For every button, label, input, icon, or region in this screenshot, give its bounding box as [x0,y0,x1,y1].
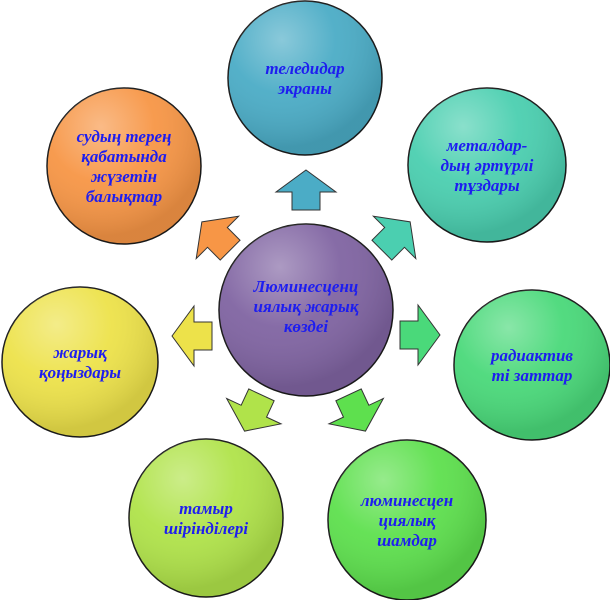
node-metals-label-line: металдар- [446,136,528,155]
node-metals-label-line: дың әртүрлі [441,156,534,175]
node-roots-label-line: шірінділері [164,519,248,538]
node-fish-label-line: судың терең [77,127,172,146]
node-roots-label-line: тамыр [179,499,233,518]
tv-arrow-icon [274,169,338,211]
center-node-label-line: иялық жарық [254,297,359,316]
fish-arrow-icon [195,215,241,261]
node-fish-gloss [47,88,201,244]
node-fish-label-line: балықтар [86,187,162,206]
node-tv-label-line: теледидар [265,59,344,78]
node-radioactive-label-line: ті заттар [492,366,573,385]
node-metals-label-line: тұздары [454,176,520,195]
node-radioactive-label-line: радиактив [489,346,573,365]
node-roots-gloss [129,439,283,597]
node-lamps-label-line: шамдар [377,531,437,550]
fireflies-arrow-icon [171,304,213,368]
node-lamps-label-line: циялық [379,511,436,530]
node-radioactive-gloss [454,290,610,440]
node-lamps-gloss [328,440,486,600]
center-node-label-line: Люминесценц [253,277,359,296]
center-node-label-line: көздеі [284,317,329,336]
node-tv-label-line: экраны [277,79,332,98]
node-fireflies-label-line: қоңыздары [39,363,121,382]
node-tv-gloss [228,1,382,155]
metals-arrow-icon [371,215,417,261]
node-metals-gloss [408,88,566,242]
roots-arrow-icon [225,388,283,432]
node-lamps-label-line: люминесцен [360,491,453,510]
radioactive-arrow-icon [399,303,441,367]
center-node-gloss [219,224,393,396]
node-fish-label-line: қабатында [81,147,167,166]
node-fireflies-gloss [2,287,158,437]
node-fish-label-line: жүзетін [90,167,157,186]
node-fireflies-label-line: жарық [52,343,107,362]
lamps-arrow-icon [327,388,385,432]
